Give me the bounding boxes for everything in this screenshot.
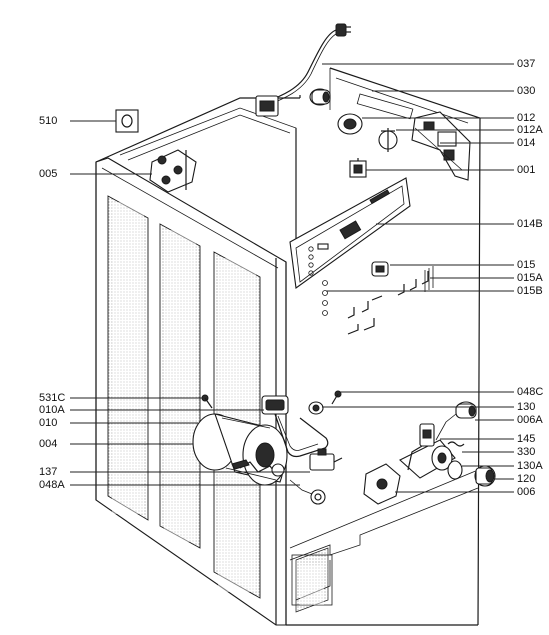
- control-panel-014B: [289, 177, 411, 289]
- power-cable: [255, 23, 351, 117]
- label-010: 010: [39, 417, 58, 429]
- leader-lines-right: [322, 63, 514, 493]
- label-048A: 048A: [39, 479, 65, 491]
- clamp-330: [447, 441, 465, 447]
- label-330: 330: [517, 446, 536, 458]
- label-130: 130: [517, 401, 536, 413]
- label-012A: 012A: [517, 124, 543, 136]
- label-130A: 130A: [517, 460, 543, 472]
- label-015B: 015B: [517, 285, 543, 297]
- filter-006A: [455, 401, 477, 419]
- suppressor-030: [309, 88, 331, 106]
- dispenser-005: [149, 149, 197, 193]
- label-010A: 010A: [39, 404, 65, 416]
- pressure-switch: [337, 111, 471, 181]
- label-006: 006: [517, 486, 536, 498]
- label-145: 145: [517, 433, 536, 445]
- label-037: 037: [517, 58, 536, 70]
- selector-001: [349, 158, 367, 178]
- label-048C: 048C: [517, 386, 544, 398]
- thermostat-137: [309, 448, 343, 471]
- label-015: 015: [517, 259, 536, 271]
- label-137: 137: [39, 466, 58, 478]
- bearing-130: [308, 401, 324, 415]
- grommet-510: [115, 109, 139, 133]
- switch-015: [322, 261, 434, 335]
- label-005: 005: [39, 168, 58, 180]
- label-004: 004: [39, 438, 58, 450]
- cabinet-frame: [95, 67, 481, 626]
- label-531C: 531C: [39, 392, 66, 404]
- label-510: 510: [39, 115, 58, 127]
- gasket-048A: [289, 479, 326, 505]
- leader-lines-left: [70, 120, 310, 486]
- label-015A: 015A: [517, 272, 543, 284]
- label-014B: 014B: [517, 218, 543, 230]
- label-014: 014: [517, 137, 536, 149]
- label-006A: 006A: [517, 414, 543, 426]
- label-120: 120: [517, 473, 536, 485]
- filter-plug-120: [447, 460, 496, 487]
- heater-010A: [261, 395, 329, 458]
- drain-pump-006: [363, 413, 457, 505]
- label-030: 030: [517, 85, 536, 97]
- label-001: 001: [517, 164, 536, 176]
- screw-048C: [331, 390, 342, 405]
- label-012: 012: [517, 112, 536, 124]
